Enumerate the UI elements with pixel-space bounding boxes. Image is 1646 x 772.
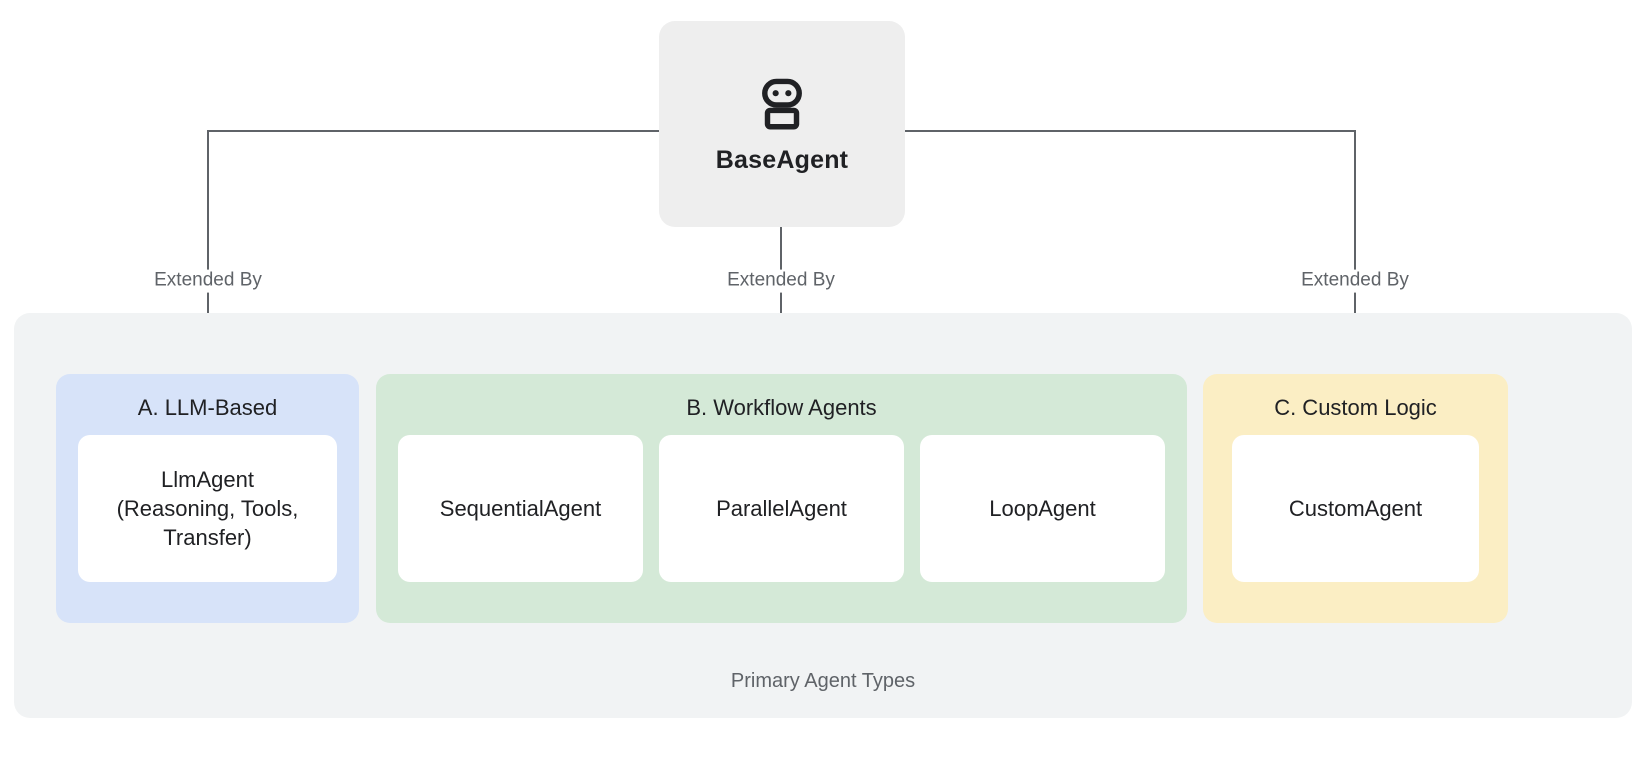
base-agent-label: BaseAgent xyxy=(715,145,849,174)
agent-card-llm-agent[interactable]: LlmAgent (Reasoning, Tools, Transfer) xyxy=(78,435,337,583)
category-title-workflow-agents: B. Workflow Agents xyxy=(686,395,877,420)
agent-card-custom-agent[interactable]: CustomAgent xyxy=(1232,435,1479,583)
edge-label-workflow: Extended By xyxy=(720,269,842,293)
category-workflow-agents[interactable]: B. Workflow Agents SequentialAgent Paral… xyxy=(376,374,1187,623)
base-agent-node[interactable]: BaseAgent xyxy=(659,21,905,227)
cards-row-workflow-agents: SequentialAgent ParallelAgent LoopAgent xyxy=(376,435,1187,583)
category-llm-based[interactable]: A. LLM-Based LlmAgent (Reasoning, Tools,… xyxy=(56,374,359,623)
agent-card-parallel-agent[interactable]: ParallelAgent xyxy=(659,435,904,583)
agent-card-sequential-agent[interactable]: SequentialAgent xyxy=(398,435,643,583)
agent-card-loop-agent[interactable]: LoopAgent xyxy=(920,435,1165,583)
category-title-llm-based: A. LLM-Based xyxy=(137,395,278,420)
robot-icon xyxy=(762,78,802,129)
category-custom-logic[interactable]: C. Custom Logic CustomAgent xyxy=(1203,374,1508,623)
cards-row-llm-based: LlmAgent (Reasoning, Tools, Transfer) xyxy=(56,435,359,583)
group-caption: Primary Agent Types xyxy=(730,670,916,692)
cards-row-custom-logic: CustomAgent xyxy=(1203,435,1508,583)
edge-label-custom: Extended By xyxy=(1294,269,1416,293)
edge-label-llm: Extended By xyxy=(147,269,269,293)
category-title-custom-logic: C. Custom Logic xyxy=(1274,395,1437,420)
